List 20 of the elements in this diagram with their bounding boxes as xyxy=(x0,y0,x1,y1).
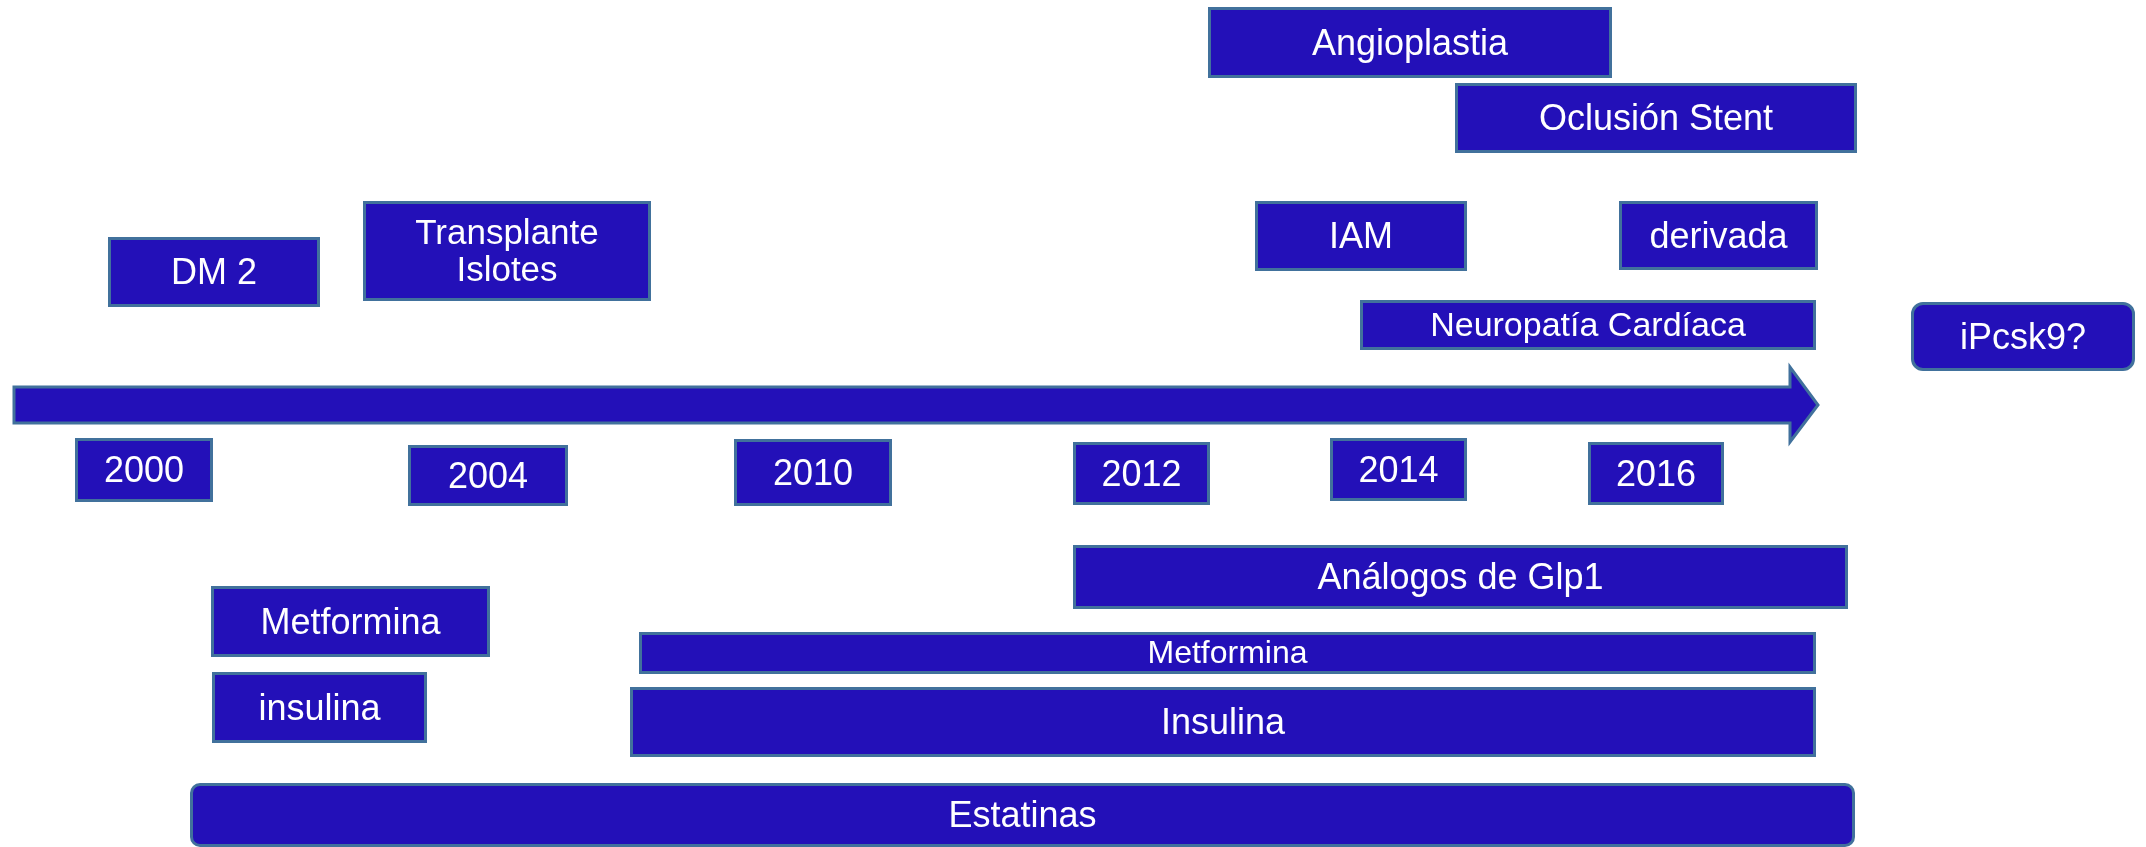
timeline-box: 2016 xyxy=(1588,442,1724,505)
timeline-box: DM 2 xyxy=(108,237,320,307)
timeline-box: Estatinas xyxy=(190,783,1855,847)
timeline-box: Angioplastia xyxy=(1208,7,1612,78)
timeline-box: insulina xyxy=(212,672,427,743)
timeline-box: 2010 xyxy=(734,439,892,506)
timeline-box: Análogos de Glp1 xyxy=(1073,545,1848,609)
timeline-box: Neuropatía Cardíaca xyxy=(1360,300,1816,350)
timeline-box: 2012 xyxy=(1073,442,1210,505)
timeline-box: 2000 xyxy=(75,438,213,502)
timeline-box: IAM xyxy=(1255,201,1467,271)
timeline-box: Oclusión Stent xyxy=(1455,83,1857,153)
timeline-box: 2014 xyxy=(1330,438,1467,501)
timeline-box: 2004 xyxy=(408,445,568,506)
timeline-box: Metformina xyxy=(639,632,1816,674)
timeline-box: derivada xyxy=(1619,201,1818,270)
timeline-box: Insulina xyxy=(630,687,1816,757)
timeline-box: iPcsk9? xyxy=(1911,302,2135,371)
timeline-box: Metformina xyxy=(211,586,490,657)
timeline-box: Transplante Islotes xyxy=(363,201,651,301)
